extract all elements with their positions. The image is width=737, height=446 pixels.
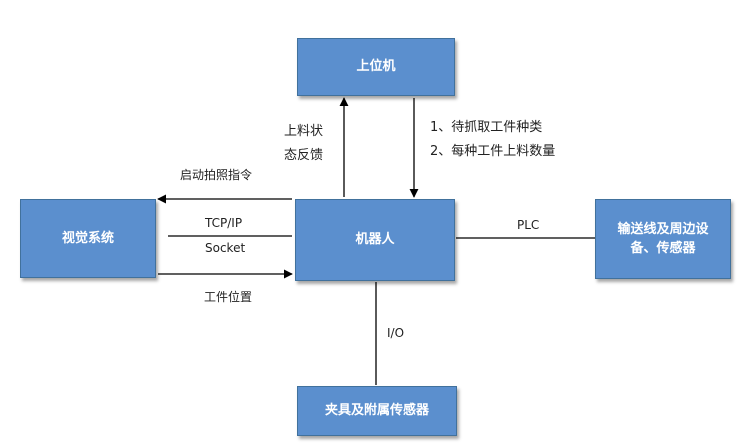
feedback-label: 上料状 态反馈 [284, 120, 323, 168]
robot-box: 机器人 [295, 199, 455, 281]
socket-label: Socket [205, 241, 246, 255]
host-command-label: 1、待抓取工件种类 2、每种工件上料数量 [430, 116, 555, 164]
host-command-line1: 1、待抓取工件种类 [430, 120, 543, 135]
fixture-label: 夹具及附属传感器 [324, 403, 429, 419]
feedback-label-line2: 态反馈 [284, 148, 324, 163]
conveyor-label-line2: 备、传感器 [630, 241, 696, 256]
photo-command-label: 启动拍照指令 [180, 168, 253, 182]
position-label: 工件位置 [204, 290, 253, 304]
host-computer-label: 上位机 [356, 59, 396, 75]
host-command-line2: 2、每种工件上料数量 [430, 144, 556, 159]
io-label: I/O [387, 326, 405, 340]
fixture-box: 夹具及附属传感器 [297, 386, 457, 436]
feedback-label-line1: 上料状 [284, 124, 324, 139]
tcpip-label: TCP/IP [205, 216, 243, 230]
vision-system-box: 视觉系统 [20, 199, 156, 278]
conveyor-label-line1: 输送线及周边设 [617, 221, 709, 237]
plc-label: PLC [517, 218, 540, 232]
robot-label: 机器人 [355, 232, 395, 248]
host-computer-box: 上位机 [297, 38, 455, 96]
vision-system-label: 视觉系统 [61, 230, 114, 246]
conveyor-box: 输送线及周边设 备、传感器 [595, 199, 731, 279]
